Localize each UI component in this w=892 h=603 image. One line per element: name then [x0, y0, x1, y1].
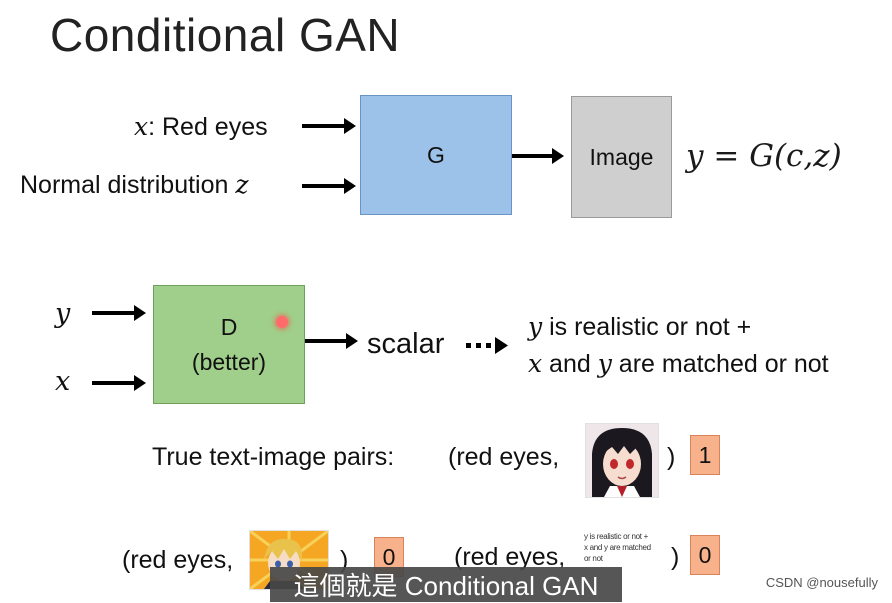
fake-pair2-score: 0: [690, 535, 720, 575]
discriminator-desc-line2: x and y are matched or not: [528, 349, 829, 379]
true-pairs-label: True text-image pairs:: [152, 443, 395, 471]
fake-pair1-open: (red eyes,: [122, 546, 234, 574]
true-pair-score: 1: [690, 435, 720, 475]
discriminator-input-y: y: [55, 298, 71, 329]
arrow-x-to-d: [92, 375, 146, 391]
input-z-text: Normal distribution: [20, 171, 236, 199]
desc-var-y2: y: [597, 349, 612, 378]
arrow-z-to-g: [302, 178, 356, 194]
arrow-d-to-scalar: [305, 333, 358, 349]
desc-var-x: x: [528, 349, 543, 378]
generator-label: G: [427, 141, 445, 168]
input-x-text: : Red eyes: [148, 113, 268, 141]
csdn-watermark: CSDN @nousefully: [765, 575, 878, 590]
discriminator-label-line1: D: [220, 314, 238, 340]
mini-text-line1: y is realistic or not +: [584, 532, 649, 541]
arrow-y-to-d: [92, 305, 146, 321]
slide-title: Conditional GAN: [50, 9, 401, 61]
desc-line1-text: is realistic or not +: [542, 313, 752, 341]
true-pair-open: (red eyes,: [448, 443, 560, 471]
laser-pointer-icon: [276, 316, 288, 328]
arrow-g-to-image: [512, 148, 564, 164]
dotted-arrow-scalar-to-desc: [466, 337, 508, 354]
fake-pair2-close: ): [671, 543, 680, 571]
fake-pair1-close: ): [340, 546, 349, 574]
scalar-label: scalar: [367, 328, 445, 360]
generator-input-z: Normal distribution z: [20, 170, 249, 200]
discriminator-box: D (better): [153, 285, 305, 404]
video-subtitle: 這個就是 Conditional GAN: [270, 567, 622, 602]
image-label: Image: [589, 143, 654, 170]
mini-text-line2: x and y are matched or not: [584, 543, 651, 563]
desc-line2-mid: and: [542, 350, 598, 378]
image-box: Image: [571, 96, 672, 218]
arrow-x-to-g: [302, 118, 356, 134]
mini-text-image: y is realistic or not + x and y are matc…: [584, 531, 654, 575]
generator-formula: y = G(c,z): [686, 138, 842, 174]
discriminator-input-x: x: [55, 366, 71, 397]
anime-girl-red-eyes-image: [585, 423, 659, 498]
desc-var-y: y: [528, 312, 543, 341]
true-pair-close: ): [667, 443, 676, 471]
var-x: x: [134, 112, 149, 141]
fake-pair2-open: (red eyes,: [454, 543, 566, 571]
desc-line2-end: are matched or not: [611, 350, 829, 378]
discriminator-label-line2: (better): [191, 348, 267, 375]
var-z: z: [235, 170, 249, 199]
discriminator-desc-line1: y is realistic or not +: [528, 312, 751, 342]
generator-box: G: [360, 95, 512, 215]
generator-input-x: x: Red eyes: [134, 112, 268, 142]
